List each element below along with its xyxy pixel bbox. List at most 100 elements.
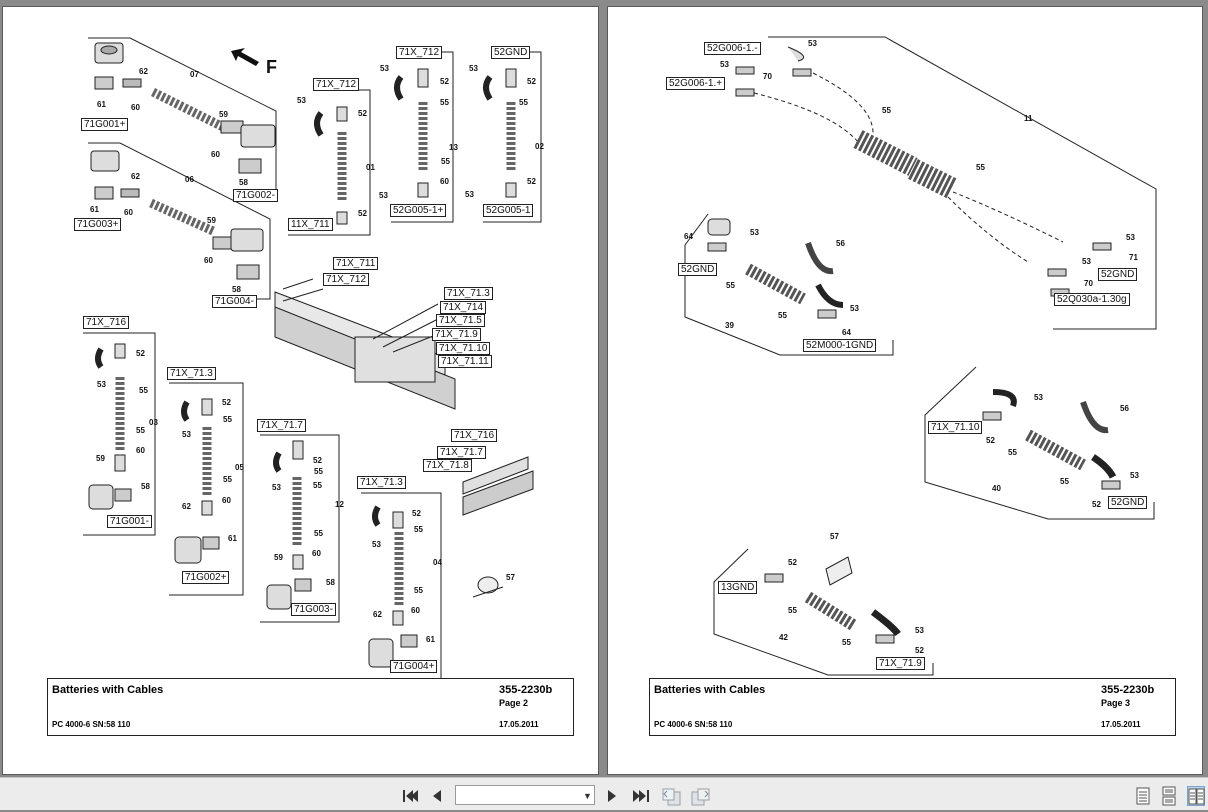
title-block: Batteries with Cables 355-2230b Page 2 P…: [47, 678, 574, 736]
connector-label: 71X_712: [313, 78, 360, 91]
back-view-button[interactable]: [660, 787, 682, 806]
callout-number: 42: [779, 633, 788, 642]
callout-number: 53: [850, 304, 859, 313]
callout-number: 53: [915, 626, 924, 635]
callout-number: 53: [465, 190, 474, 199]
callout-number: 55: [314, 467, 323, 476]
connector-label: 71X_71.3: [444, 287, 493, 300]
connector-label: 71X_711: [333, 257, 379, 270]
callout-number: 03: [149, 418, 158, 427]
callout-number: 06: [185, 175, 194, 184]
callout-number: 53: [297, 96, 306, 105]
connector-label: 52G005-1: [483, 204, 534, 217]
connector-label: 11X_711: [288, 218, 333, 231]
machine-model: PC 4000-6 SN:58 110: [654, 720, 733, 729]
callout-number: 55: [440, 98, 449, 107]
callout-number: 60: [131, 103, 140, 112]
connector-label: 71G004+: [390, 660, 438, 673]
callout-number: 55: [139, 386, 148, 395]
callout-number: 58: [326, 578, 335, 587]
connector-label: 71G003+: [74, 218, 122, 231]
page-select[interactable]: [455, 785, 595, 805]
callout-number: 58: [232, 285, 241, 294]
first-page-button[interactable]: [400, 787, 420, 805]
connector-label: 71X_71.7: [437, 446, 486, 459]
callout-number: 56: [836, 239, 845, 248]
callout-number: 52: [788, 558, 797, 567]
callout-number: 55: [1008, 448, 1017, 457]
continuous-view-button[interactable]: [1160, 786, 1178, 806]
callout-number: 55: [1060, 477, 1069, 486]
callout-number: 07: [190, 70, 199, 79]
callout-number: 61: [228, 534, 237, 543]
next-page-button[interactable]: [603, 787, 621, 805]
callout-number: 60: [204, 256, 213, 265]
connector-label: 71X_71.5: [436, 314, 485, 327]
callout-number: 61: [97, 100, 106, 109]
connector-label: 71X_716: [451, 429, 498, 442]
connector-label: 52GND: [491, 46, 531, 59]
document-number: 355-2230b: [499, 684, 553, 696]
forward-view-button[interactable]: [690, 787, 712, 806]
callout-number: 60: [124, 208, 133, 217]
next-page-icon: [608, 790, 616, 802]
callout-number: 53: [750, 228, 759, 237]
callout-number: 60: [312, 549, 321, 558]
callout-number: 58: [141, 482, 150, 491]
connector-label: 71X_71.7: [257, 419, 306, 432]
callout-number: 62: [182, 502, 191, 511]
callout-number: 55: [519, 98, 528, 107]
connector-label: 71X_71.3: [357, 476, 406, 489]
callout-number: 55: [414, 525, 423, 534]
callout-number: 58: [239, 178, 248, 187]
callout-number: 53: [1126, 233, 1135, 242]
callout-number: 57: [830, 532, 839, 541]
callout-number: 53: [720, 60, 729, 69]
callout-number: 53: [1082, 257, 1091, 266]
callout-number: 53: [1130, 471, 1139, 480]
chevron-down-icon[interactable]: ▼: [583, 791, 592, 801]
callout-number: 53: [379, 191, 388, 200]
connector-label: 71X_716: [83, 316, 130, 329]
callout-number: 60: [411, 606, 420, 615]
callout-number: 53: [1034, 393, 1043, 402]
connector-label: 52GND: [1108, 496, 1148, 509]
prev-page-button[interactable]: [428, 787, 446, 805]
callout-number: 05: [235, 463, 244, 472]
callout-number: 55: [726, 281, 735, 290]
callout-number: 60: [222, 496, 231, 505]
callout-number: 56: [1120, 404, 1129, 413]
connector-label: 71G004-: [212, 295, 257, 308]
callout-number: 04: [433, 558, 442, 567]
callout-number: 55: [136, 426, 145, 435]
callout-number: 52: [358, 209, 367, 218]
connector-label: 71G001-: [107, 515, 152, 528]
callout-number: 60: [440, 177, 449, 186]
connector-label: 71X_712: [323, 273, 370, 286]
document-number: 355-2230b: [1101, 684, 1155, 696]
connector-label: 52M000-1GND: [803, 339, 877, 352]
callout-number: 55: [976, 163, 985, 172]
two-page-view-button[interactable]: [1187, 786, 1205, 806]
single-page-view-button[interactable]: [1134, 786, 1152, 806]
callout-number: 52: [440, 77, 449, 86]
callout-number: 59: [274, 553, 283, 562]
connector-label: 52G005-1+: [390, 204, 447, 217]
callout-number: 62: [139, 67, 148, 76]
callout-number: 52: [136, 349, 145, 358]
callout-number: 55: [778, 311, 787, 320]
callout-number: 53: [372, 540, 381, 549]
connector-label: 52G006-1.-: [704, 42, 761, 55]
last-page-button[interactable]: [630, 787, 652, 805]
callout-number: 55: [223, 475, 232, 484]
prev-page-icon: [433, 790, 441, 802]
callout-number: 55: [441, 157, 450, 166]
connector-label: 71X_712: [396, 46, 443, 59]
pdf-page-3: 52G006-1.- 52G006-1.+ 52GND 52Q030a-1.30…: [607, 6, 1203, 775]
callout-number: 70: [763, 72, 772, 81]
callout-number: 52: [527, 177, 536, 186]
callout-number: 52: [412, 509, 421, 518]
parts-drawing-page-2: [83, 37, 542, 680]
callout-number: 55: [313, 481, 322, 490]
connector-label: 71X_71.9: [876, 657, 925, 670]
